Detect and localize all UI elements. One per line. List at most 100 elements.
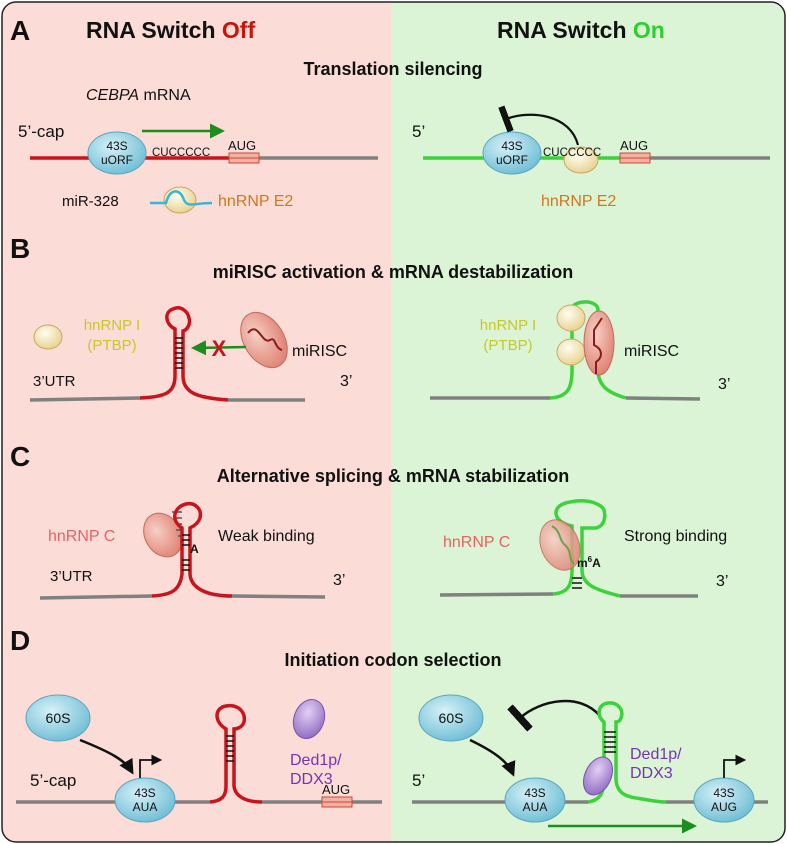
hnrnp-e2-label-left: hnRNP E2	[218, 193, 293, 210]
start-site-arrow	[139, 754, 163, 778]
ribosome-60s-label: 60S	[46, 710, 71, 726]
strong-binding-label: Strong binding	[624, 528, 727, 545]
stem-basepairs-b	[175, 337, 183, 369]
ribosome-43s	[87, 131, 147, 175]
hnrnp-i-protein	[33, 324, 63, 350]
aug-label-d: AUG	[322, 782, 350, 797]
motif-label-a-left: CUCCCCC	[152, 147, 210, 159]
ribosome-label-top-right: 43S	[501, 139, 522, 153]
hnrnp-i-label: hnRNP I	[84, 317, 140, 334]
cap-label-a-right: 5’	[412, 122, 425, 141]
panel-c-letter: C	[10, 441, 30, 472]
stem-basepairs-c-right	[572, 577, 582, 589]
stem-basepairs-d	[226, 735, 234, 762]
inhibition-arc-d	[507, 699, 601, 732]
ded1-label-right: Ded1p/	[630, 746, 682, 763]
stem-loop-red-b	[139, 306, 229, 402]
ribosome-label-bottom-right: uORF	[496, 153, 528, 167]
mirisc-rna	[247, 328, 283, 351]
mirisc-bound	[583, 310, 615, 376]
stem-basepairs-c	[182, 534, 190, 571]
on-title: RNA Switch On	[497, 17, 665, 43]
start-site-arrow-right	[723, 754, 747, 778]
ribosome-43s-d-right-left	[504, 777, 566, 823]
mirisc-label-right: miRISC	[624, 343, 679, 360]
gene-label: CEBPA mRNA	[86, 87, 191, 104]
off-title: RNA Switch Off	[86, 17, 255, 43]
cap-label-d-left: 5’-cap	[30, 771, 76, 790]
codon-label-d-left: AUA	[133, 800, 158, 814]
stem-loop-red-d	[209, 703, 263, 804]
blocked-arrow	[191, 340, 247, 356]
recruit-arrow-right	[469, 738, 516, 777]
ddx3-label-left: DDX3	[290, 771, 333, 788]
aug-label-a-right: AUG	[620, 138, 648, 153]
mirisc-label-left: miRISC	[292, 343, 347, 360]
hnrnp-c-label-left: hnRNP C	[48, 528, 115, 545]
end-label-b-left: 3’	[340, 373, 352, 390]
ded1-bound	[582, 756, 614, 796]
codon-label-d-right: AUG	[711, 800, 737, 814]
panel-b-title: miRISC activation & mRNA destabilization	[213, 262, 573, 282]
panel-d-letter: D	[10, 625, 30, 656]
end-label-c-left: 3’	[333, 572, 345, 589]
ptbp-label-right: (PTBP)	[483, 337, 532, 354]
cap-label-d-right: 5’	[412, 771, 425, 790]
motif-label-a-right: CUCCCCC	[543, 147, 601, 159]
hnrnp-i-bottom	[556, 338, 586, 366]
hnrnp-i-top	[556, 304, 586, 332]
mirna-label: miR-328	[62, 193, 119, 210]
stem-loop-red-c	[151, 501, 233, 598]
utr-gray-right-b-right	[625, 396, 701, 401]
ded1-label-left: Ded1p/	[290, 752, 342, 769]
cap-label-a-left: 5’-cap	[18, 122, 64, 141]
hnrnp-e2-protein	[163, 186, 197, 214]
ddx3-label-right: DDX3	[630, 765, 673, 782]
ribosome-43s-label-d: 43S	[134, 786, 155, 800]
utr-label-b: 3’UTR	[33, 373, 76, 390]
ribosome-43s-label-aug: 43S	[713, 786, 734, 800]
utr-gray-left-b	[29, 396, 141, 402]
utr-gray-right-c	[231, 594, 326, 599]
panel-b-letter: B	[10, 233, 30, 264]
ribosome-43s-d	[114, 777, 176, 823]
hnrnp-c-label-right: hnRNP C	[443, 534, 510, 551]
mirisc-rna-bound	[593, 317, 603, 374]
stem-loop-green-b	[549, 300, 627, 400]
utr-gray-left-c	[39, 594, 153, 600]
hnrnp-e2-bound	[563, 146, 599, 174]
ribosome-60s-label-right: 60S	[439, 710, 464, 726]
mirisc-complex	[240, 311, 288, 369]
codon-label-d-right-left: AUA	[523, 800, 548, 814]
ribosome-43s-label-d-right-left: 43S	[524, 786, 545, 800]
end-label-b-right: 3’	[718, 376, 730, 393]
panel-a-title: Translation silencing	[303, 59, 482, 79]
weak-binding-label: Weak binding	[218, 528, 315, 545]
hnrnp-c-bound-rna	[551, 525, 575, 565]
panel-d-title: Initiation codon selection	[284, 650, 501, 670]
utr-gray-left-c-right	[439, 592, 554, 597]
ptbp-label: (PTBP)	[87, 337, 136, 354]
a-nucleotide-label: A	[190, 542, 199, 556]
recruit-arrow	[79, 738, 134, 775]
stem-loop-green-c	[552, 499, 621, 598]
hnrnp-e2-label-right: hnRNP E2	[541, 193, 616, 210]
m6a-label: m6A	[577, 555, 601, 570]
ribosome-label-bottom: uORF	[101, 153, 133, 167]
ribosome-60s	[25, 694, 91, 742]
hnrnp-i-label-right: hnRNP I	[480, 317, 536, 334]
ded1-protein	[292, 699, 326, 739]
utr-label-c: 3’UTR	[50, 568, 93, 585]
ribosome-label-top: 43S	[106, 139, 127, 153]
aug-label-a-left: AUG	[228, 138, 256, 153]
end-label-c-right: 3’	[716, 573, 728, 590]
panel-a-letter: A	[10, 15, 30, 46]
panel-c-title: Alternative splicing & mRNA stabilizatio…	[217, 466, 569, 486]
block-mark: X	[212, 336, 227, 361]
inhibition-arc	[498, 105, 580, 146]
stem-basepairs-d-right	[604, 731, 616, 753]
mirna-strand	[150, 190, 213, 206]
ribosome-60s-right	[418, 694, 484, 742]
